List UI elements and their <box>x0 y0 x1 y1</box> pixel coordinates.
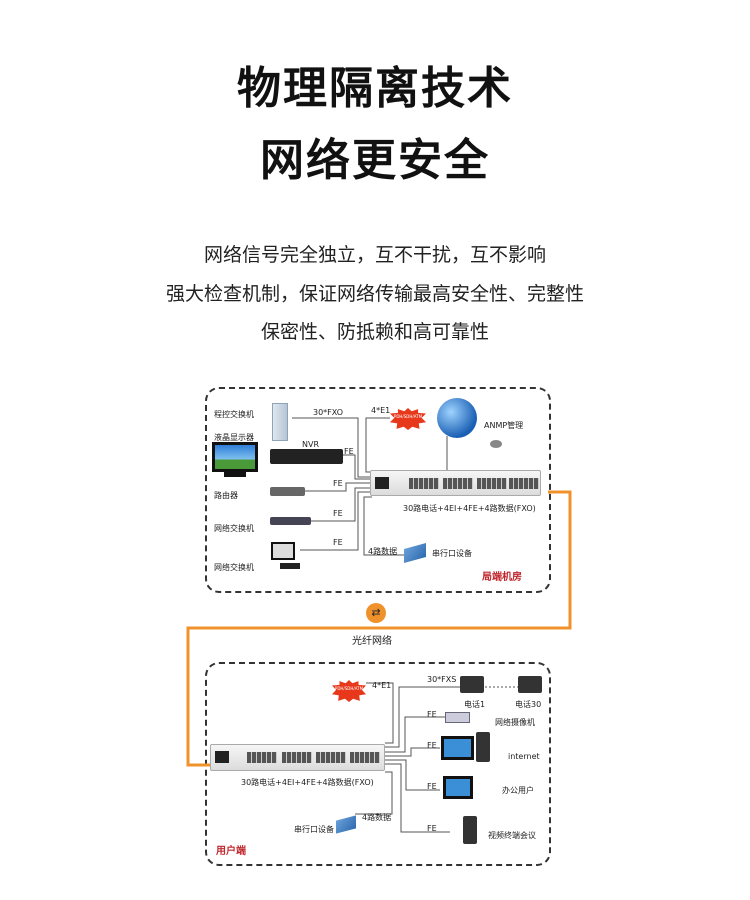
line-router <box>305 482 372 492</box>
switch-label: 网络交换机 <box>214 563 254 572</box>
device-label: 30路电话+4EI+4FE+4路数据(FXO) <box>403 504 536 513</box>
pdh-cloud-icon: PDH/SDH/ATM <box>332 680 366 702</box>
phone-icon <box>518 676 542 693</box>
fe-label: FE <box>333 479 343 488</box>
line-fxo <box>292 417 372 478</box>
fe-label: FE <box>427 741 437 750</box>
title-line-1: 物理隔离技术 <box>237 63 513 114</box>
nvr-label: NVR <box>302 440 320 449</box>
fe-label: FE <box>427 710 437 719</box>
phone1-label: 电话1 <box>464 700 486 709</box>
anmp-label: ANMP管理 <box>484 421 524 430</box>
line-camera <box>385 716 445 753</box>
monitor-icon <box>212 442 258 472</box>
router-label: 路由器 <box>214 491 238 500</box>
serial-label: 串行口设备 <box>294 825 334 834</box>
description-line: 保密性、防抵赖和高可靠性 <box>260 321 489 343</box>
title-line-2: 网络更安全 <box>260 135 490 186</box>
computer-icon <box>271 542 295 560</box>
section-label: 局端机房 <box>482 572 522 583</box>
mux-device-bottom <box>210 744 385 771</box>
video-label: 视频终端会议 <box>488 831 536 840</box>
fe-label: FE <box>333 509 343 518</box>
line-office <box>385 759 440 791</box>
snmp-globe-icon <box>437 398 477 438</box>
keyboard-icon <box>280 563 300 569</box>
line-switch <box>311 487 372 522</box>
video-terminal-icon <box>463 816 477 844</box>
mux-device-top <box>370 470 541 496</box>
phone30-label: 电话30 <box>515 700 542 709</box>
data-label: 4路数据 <box>368 547 398 556</box>
line-fxs <box>385 686 460 748</box>
fe-label: FE <box>427 782 437 791</box>
line-data <box>363 496 405 556</box>
switch-label: 网络交换机 <box>214 524 254 533</box>
section-label: 用户端 <box>216 846 246 857</box>
fe-label: FE <box>344 447 354 456</box>
line-e1 <box>365 417 390 473</box>
line-nvr <box>343 454 372 480</box>
office-label: 办公用户 <box>502 786 534 795</box>
data-label: 4路数据 <box>362 813 392 822</box>
camera-icon <box>445 712 470 723</box>
monitor-stand-icon <box>224 472 246 477</box>
switch-icon <box>270 517 311 525</box>
pbx-label: 程控交换机 <box>214 410 254 419</box>
router-icon <box>270 487 305 496</box>
line-e1-b <box>366 682 394 744</box>
pc-tower-icon <box>476 732 490 762</box>
fiber-label: 光纤网络 <box>352 636 392 647</box>
fxs-label: 30*FXS <box>427 675 457 684</box>
description-line: 强大检查机制，保证网络传输最高安全性、完整性 <box>165 283 584 305</box>
computer-icon <box>441 736 474 760</box>
line-data-b <box>355 771 393 815</box>
line-pc <box>300 491 372 551</box>
internet-label: internet <box>508 752 540 761</box>
e1-label: 4*E1 <box>371 406 391 415</box>
line-video <box>385 763 450 833</box>
mouse-icon <box>490 440 502 448</box>
camera-label: 网络摄像机 <box>495 718 535 727</box>
lcd-label: 液晶显示器 <box>214 433 254 442</box>
central-office-box <box>205 387 551 593</box>
fiber-icon: ⇄ <box>366 603 386 623</box>
pdh-cloud-icon: PDH/SDH/ATM <box>390 408 426 430</box>
fiber-line <box>186 490 572 767</box>
pbx-icon <box>272 403 288 441</box>
fxo-label: 30*FXO <box>313 408 344 417</box>
nvr-icon <box>270 449 343 464</box>
fe-label: FE <box>333 538 343 547</box>
fe-label: FE <box>427 824 437 833</box>
e1-label: 4*E1 <box>372 681 392 690</box>
serial-label: 串行口设备 <box>432 549 472 558</box>
description-line: 网络信号完全独立，互不干扰，互不影响 <box>203 244 546 266</box>
computer-icon <box>443 776 473 799</box>
device-label: 30路电话+4EI+4FE+4路数据(FXO) <box>241 778 374 787</box>
line-internet <box>385 747 440 757</box>
phone-icon <box>460 676 484 693</box>
